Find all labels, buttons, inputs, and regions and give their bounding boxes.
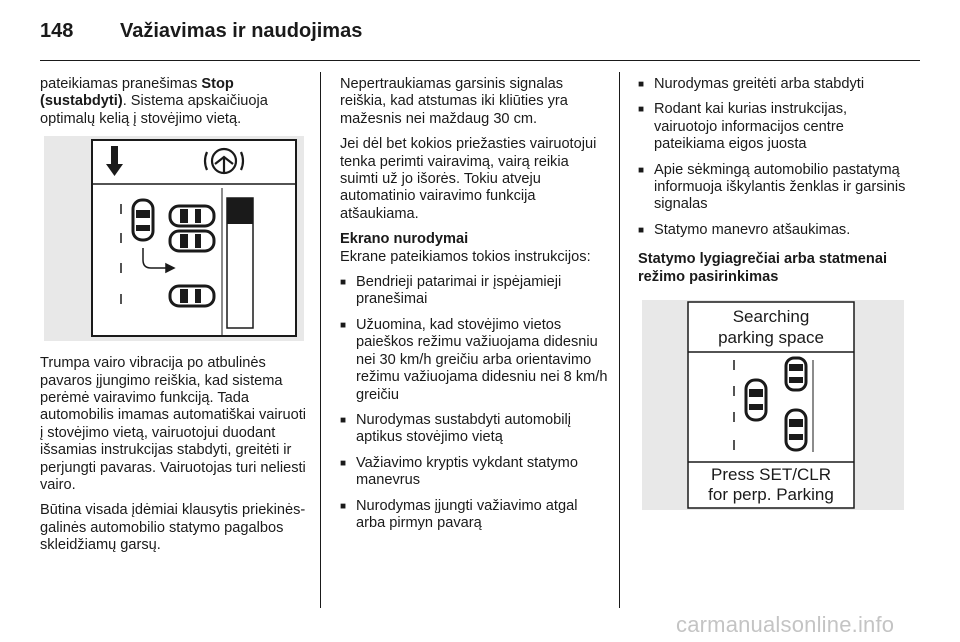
list-item: Užuomina, kad stovėjimo vietos paieškos … [340,317,610,404]
list-item: Apie sėkmingą automobilio pastatymą info… [638,162,908,214]
column-1: pateikiamas pranešimas Stop (sustabdyti)… [40,76,310,563]
col2-paragraph-1: Nepertraukiamas garsinis signalas reiški… [340,76,568,127]
steering-vibration-figure [44,136,304,342]
parked-car-icon [784,408,808,452]
arrow-down-icon [106,146,123,177]
col1-paragraph-1: pateikiamas pranešimas Stop (sustabdyti)… [40,76,268,127]
watermark: carmanualsonline.info [676,612,895,637]
display-top-line-2: parking space [718,328,824,347]
col1-paragraph-2: Trumpa vairo vibracija po atbulinės pava… [40,355,307,494]
list-item: Statymo manevro atšaukimas. [638,222,908,240]
col2-intro: Ekrane pateikiamos tokios instrukcijos: [340,248,591,265]
parked-car-icon [168,204,216,228]
parked-car-icon [168,229,216,253]
section-heading-mode: Statymo lygiagrečiai arba statmenai reži… [638,251,888,285]
col1-paragraph-3: Būtina visada įdėmiai klausytis priekinė… [40,502,306,554]
stop-label: Stop (sustabdyti) [40,76,234,110]
header-rule [40,60,920,61]
column-3: Nurodymas greitėti arba stabdyti Rodant … [638,76,908,511]
column-divider-1 [320,72,321,608]
list-item: Nurodymas greitėti arba stabdyti [638,76,908,94]
display-top-line-1: Searching [733,307,810,326]
steering-wheel-icon [203,148,245,175]
display-bottom-line-1: Press SET/CLR [711,465,831,484]
path-arrow-icon [142,248,176,274]
parking-mode-display-figure: Searching parking space Press SET/CLR fo… [642,300,904,511]
column-2: Nepertraukiamas garsinis signalas reiški… [340,76,610,540]
display-bottom-line-2: for perp. Parking [708,485,834,504]
car-vertical-icon [131,198,155,242]
display-instructions-list: Bendrieji patarimai ir įspėjamieji prane… [340,274,610,532]
car-searching-icon [744,378,768,422]
progress-bar [226,197,254,329]
parked-car-icon [168,284,216,308]
column-divider-2 [619,72,620,608]
list-item: Nurodymas sustabdyti automobilį aptikus … [340,412,610,447]
chapter-title: Važiavimas ir naudojimas [120,20,363,42]
list-item: Nurodymas įjungti važiavimo atgal arba p… [340,498,610,533]
list-item: Važiavimo kryptis vykdant statymo manevr… [340,455,610,490]
list-item: Bendrieji patarimai ir įspėjamieji prane… [340,274,610,309]
section-heading-display: Ekrano nurodymai [340,231,469,248]
col2-paragraph-2: Jei dėl bet kokios priežasties vairuotoj… [340,136,597,222]
display-instructions-list-cont: Nurodymas greitėti arba stabdyti Rodant … [638,76,908,240]
page-number: 148 [40,20,74,42]
list-item: Rodant kai kurias instrukcijas, vairuoto… [638,101,908,153]
parked-car-icon [784,356,808,392]
